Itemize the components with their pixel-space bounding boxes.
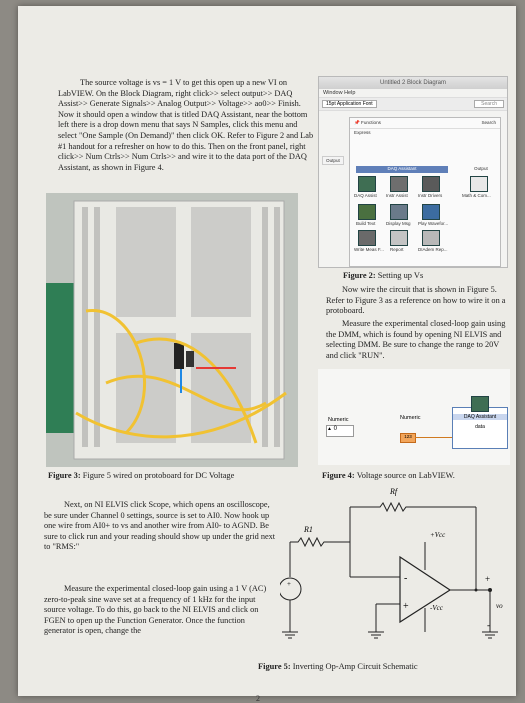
daq-assistant-header: DAQ Assistant — [356, 166, 448, 173]
play-waveform-icon[interactable] — [422, 204, 440, 220]
wire-circuit-paragraph: Now wire the circuit that is shown in Fi… — [326, 285, 508, 317]
source-plus-sign: + — [287, 580, 291, 588]
report-icon[interactable] — [390, 230, 408, 246]
vcc-pos-label: +Vcc — [430, 531, 446, 539]
daq-node-icon — [471, 396, 489, 412]
palette-search-button[interactable]: Search — [481, 120, 496, 125]
feedback-node — [475, 589, 478, 592]
inverting-input-sign: - — [404, 573, 407, 584]
functions-palette: 📌 Functions Search Express Output DAQ As… — [349, 117, 501, 267]
figure-3-caption: Figure 3: Figure 5 wired on protoboard f… — [48, 471, 234, 480]
math-comm-icon[interactable] — [470, 176, 488, 192]
font-selector[interactable]: 15pt Application Font — [322, 100, 377, 108]
instr-drivers-icon[interactable] — [422, 176, 440, 192]
display-msg-icon[interactable] — [390, 204, 408, 220]
daq-node-title: DAQ Assistant — [453, 414, 507, 420]
instr-drivers-label: Instr Drivers — [418, 193, 442, 198]
output-label: Output — [322, 156, 344, 165]
page-number: 2 — [256, 694, 260, 703]
instr-assist-icon[interactable] — [390, 176, 408, 192]
diadem-report-label: DIAdem Rep... — [418, 247, 448, 252]
front-panel-figure: Numeric ▲ 0 Numeric 123 DAQ Assistant da… — [318, 369, 510, 465]
daq-assist-label: DAQ Assist — [354, 193, 377, 198]
diadem-report-icon[interactable] — [422, 230, 440, 246]
scope-paragraph: Next, on NI ELVIS click Scope, which ope… — [44, 500, 276, 553]
menu-bar[interactable]: Window Help — [319, 89, 507, 97]
r1-label: R1 — [303, 525, 313, 534]
instr-assist-label: Instr Assist — [386, 193, 408, 198]
figure-5-caption: Figure 5: Inverting Op-Amp Circuit Schem… — [258, 662, 418, 671]
report-label: Report — [390, 247, 404, 252]
daq-assist-icon[interactable] — [358, 176, 376, 192]
document-page: The source voltage is vs = 1 V to get th… — [18, 6, 516, 696]
r1-resistor — [290, 538, 350, 546]
window-title: Untitled 2 Block Diagram — [319, 77, 507, 89]
protoboard-illustration — [46, 193, 298, 467]
vcc-neg-label: -Vcc — [430, 604, 444, 612]
protoboard-photo — [46, 193, 298, 467]
pin-icon[interactable]: 📌 — [354, 120, 360, 125]
wire — [415, 437, 453, 438]
output-label-right: Output — [474, 166, 488, 171]
rf-resistor — [350, 503, 476, 511]
play-waveform-label: Play Wavefor... — [418, 221, 448, 226]
output-plus-sign: + — [485, 574, 490, 584]
toolbar: 15pt Application Font Search — [319, 97, 507, 111]
numeric-control-label: Numeric — [328, 417, 348, 423]
labview-block-diagram-window: Untitled 2 Block Diagram Window Help 15p… — [318, 76, 508, 268]
intro-paragraph: The source voltage is vs = 1 V to get th… — [58, 78, 314, 173]
build-text-label: Build Text — [356, 221, 375, 226]
rf-label: Rf — [389, 487, 399, 496]
display-msg-label: Display Msg — [386, 221, 411, 226]
search-field[interactable]: Search — [474, 100, 504, 108]
write-meas-label: Write Meas F... — [354, 247, 384, 252]
inverting-op-amp-schematic: Rf R1 - + +Vcc -Vcc + vs vo + - — [280, 482, 510, 660]
figure-2-caption: Figure 2: Setting up Vs — [343, 271, 423, 280]
measure-ac-paragraph: Measure the experimental closed-loop gai… — [44, 584, 276, 637]
stepper-icon[interactable]: ▲ — [327, 426, 332, 432]
numeric-terminal-label: Numeric — [400, 415, 420, 421]
numeric-terminal[interactable]: 123 — [400, 433, 416, 443]
output-minus-sign: - — [487, 620, 490, 630]
express-label: Express — [350, 129, 500, 136]
build-text-icon[interactable] — [358, 204, 376, 220]
figure-4-caption: Figure 4: Voltage source on LabVIEW. — [322, 471, 455, 480]
daq-assistant-node[interactable]: DAQ Assistant data — [452, 407, 508, 449]
math-comm-label: Math & Com... — [462, 193, 491, 198]
write-meas-icon[interactable] — [358, 230, 376, 246]
numeric-control[interactable]: ▲ 0 — [326, 425, 354, 437]
measure-dc-paragraph: Measure the experimental closed-loop gai… — [326, 319, 508, 361]
vo-label: vo — [496, 602, 503, 610]
palette-title: Functions — [361, 120, 381, 125]
daq-node-data: data — [453, 424, 507, 430]
non-inverting-input-sign: + — [403, 601, 409, 612]
